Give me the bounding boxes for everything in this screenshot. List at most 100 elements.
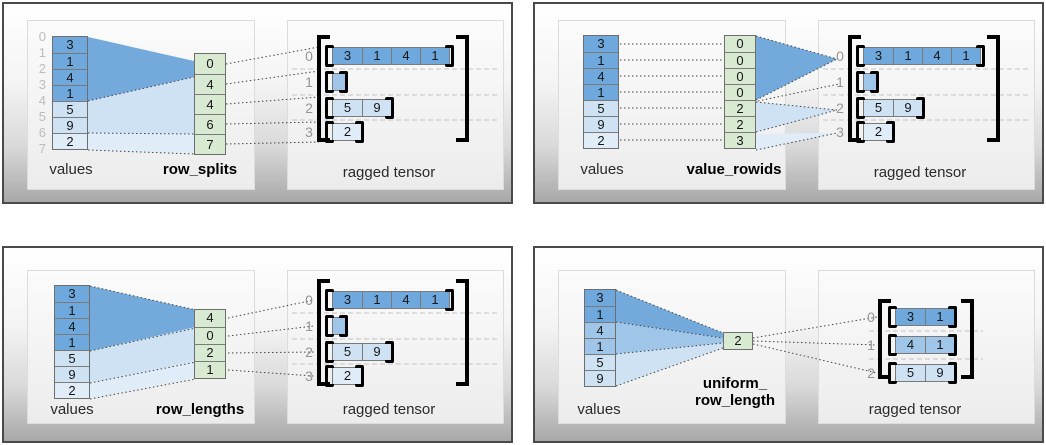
ragged-row-index-label: 2 xyxy=(305,344,313,360)
method-column: 2 xyxy=(723,332,753,350)
values-column: 3 1 4 1 5 9 2 xyxy=(52,36,88,150)
ragged-cell: 2 xyxy=(333,368,362,384)
value-cell: 3 xyxy=(53,37,87,53)
ragged-row-index-label: 0 xyxy=(305,48,313,64)
value-cell: 3 xyxy=(585,290,615,306)
value-cell: 4 xyxy=(584,68,618,84)
ragged-row-index-label: 2 xyxy=(836,100,844,116)
method-cell: 0 xyxy=(725,68,755,84)
ragged-cell-empty xyxy=(864,74,877,90)
values-label: values xyxy=(50,401,94,418)
ragged-row-index-label: 2 xyxy=(305,100,313,116)
value-cell: 5 xyxy=(55,350,89,366)
ragged-row-index-label: 3 xyxy=(305,124,313,140)
ragged-cell: 9 xyxy=(362,344,391,360)
value-cell: 4 xyxy=(55,318,89,334)
ragged-cell: 4 xyxy=(922,48,951,64)
row-bracket-right-icon xyxy=(355,365,364,387)
values-column: 3 1 4 1 5 9 2 xyxy=(54,285,90,399)
value-index-label: 6 xyxy=(38,125,46,140)
method-cell: 1 xyxy=(195,361,225,378)
ragged-cell: 2 xyxy=(333,124,362,140)
ragged-cell: 1 xyxy=(420,292,449,308)
ragged-cell: 9 xyxy=(925,365,954,381)
panel-value-rowids: 3 1 4 1 5 9 2 0 0 0 0 2 2 3 values value… xyxy=(533,2,1044,204)
ragged-cell: 1 xyxy=(362,48,391,64)
ragged-tensor-label: ragged tensor xyxy=(868,401,962,418)
ragged-row: 3 1 4 1 xyxy=(863,47,981,65)
value-index-label: 1 xyxy=(38,45,46,60)
row-bracket-left-icon xyxy=(856,71,865,93)
row-bracket-right-icon xyxy=(445,289,454,311)
row-bracket-left-icon xyxy=(888,334,897,356)
ragged-cell: 1 xyxy=(420,48,449,64)
value-index-label: 3 xyxy=(38,77,46,92)
value-cell: 9 xyxy=(584,116,618,132)
ragged-row: 5 9 xyxy=(332,99,392,117)
method-column: 0 4 4 6 7 xyxy=(194,53,226,155)
ragged-cell: 3 xyxy=(864,48,893,64)
ragged-row-empty xyxy=(863,73,878,91)
method-cell: 2 xyxy=(195,344,225,361)
ragged-cell: 1 xyxy=(925,337,954,353)
method-cell: 0 xyxy=(195,327,225,344)
row-bracket-right-icon xyxy=(948,334,957,356)
row-bracket-left-icon xyxy=(325,97,334,119)
value-cell: 2 xyxy=(584,132,618,148)
ragged-row-index-label: 1 xyxy=(867,337,875,353)
value-index-label: 5 xyxy=(38,109,46,124)
ragged-row: 4 1 xyxy=(895,336,955,354)
ragged-tensor-label: ragged tensor xyxy=(873,164,967,181)
value-cell: 9 xyxy=(585,370,615,386)
method-label: row_splits xyxy=(162,161,238,178)
row-bracket-left-icon xyxy=(856,45,865,67)
ragged-row-index-label: 1 xyxy=(836,74,844,90)
row-bracket-left-icon xyxy=(325,341,334,363)
value-cell: 1 xyxy=(55,302,89,318)
row-bracket-left-icon xyxy=(888,362,897,384)
ragged-row-index-label: 3 xyxy=(836,124,844,140)
row-bracket-right-icon xyxy=(976,45,985,67)
method-cell: 2 xyxy=(725,100,755,116)
value-cell: 1 xyxy=(584,84,618,100)
ragged-cell: 3 xyxy=(896,309,925,325)
value-index-label: 0 xyxy=(38,29,46,44)
row-bracket-left-icon xyxy=(325,289,334,311)
ragged-row: 3 1 4 1 xyxy=(332,291,450,309)
value-cell: 9 xyxy=(55,366,89,382)
row-bracket-left-icon xyxy=(325,315,334,337)
value-cell: 9 xyxy=(53,117,87,133)
method-label-line1: uniform_ xyxy=(702,375,768,392)
ragged-cell: 1 xyxy=(893,48,922,64)
method-cell: 2 xyxy=(725,116,755,132)
method-cell: 6 xyxy=(195,114,225,134)
value-cell: 4 xyxy=(585,322,615,338)
ragged-row-index-label: 2 xyxy=(867,365,875,381)
ragged-cell: 9 xyxy=(362,100,391,116)
ragged-row-index-label: 0 xyxy=(836,48,844,64)
row-bracket-left-icon xyxy=(325,365,334,387)
row-bracket-left-icon xyxy=(888,306,897,328)
ragged-row: 5 9 xyxy=(332,343,392,361)
row-bracket-right-icon xyxy=(339,71,348,93)
values-label: values xyxy=(580,161,624,178)
method-label: value_rowids xyxy=(686,161,782,178)
values-column: 3 1 4 1 5 9 2 xyxy=(583,35,619,149)
row-bracket-right-icon xyxy=(385,97,394,119)
ragged-cell: 1 xyxy=(925,309,954,325)
ragged-cell: 3 xyxy=(333,48,362,64)
value-cell: 1 xyxy=(53,85,87,101)
row-bracket-left-icon xyxy=(325,71,334,93)
value-cell: 2 xyxy=(53,133,87,149)
row-bracket-right-icon xyxy=(339,315,348,337)
outer-bracket-right-icon xyxy=(456,35,469,142)
ragged-row: 3 1 4 1 xyxy=(332,47,450,65)
row-bracket-right-icon xyxy=(948,362,957,384)
ragged-row: 3 1 xyxy=(895,308,955,326)
method-cell: 7 xyxy=(195,134,225,154)
method-label: row_lengths xyxy=(155,401,245,418)
values-column: 3 1 4 1 5 9 xyxy=(584,289,616,387)
ragged-row: 2 xyxy=(332,123,363,141)
ragged-cell: 4 xyxy=(896,337,925,353)
ragged-cell: 4 xyxy=(391,292,420,308)
